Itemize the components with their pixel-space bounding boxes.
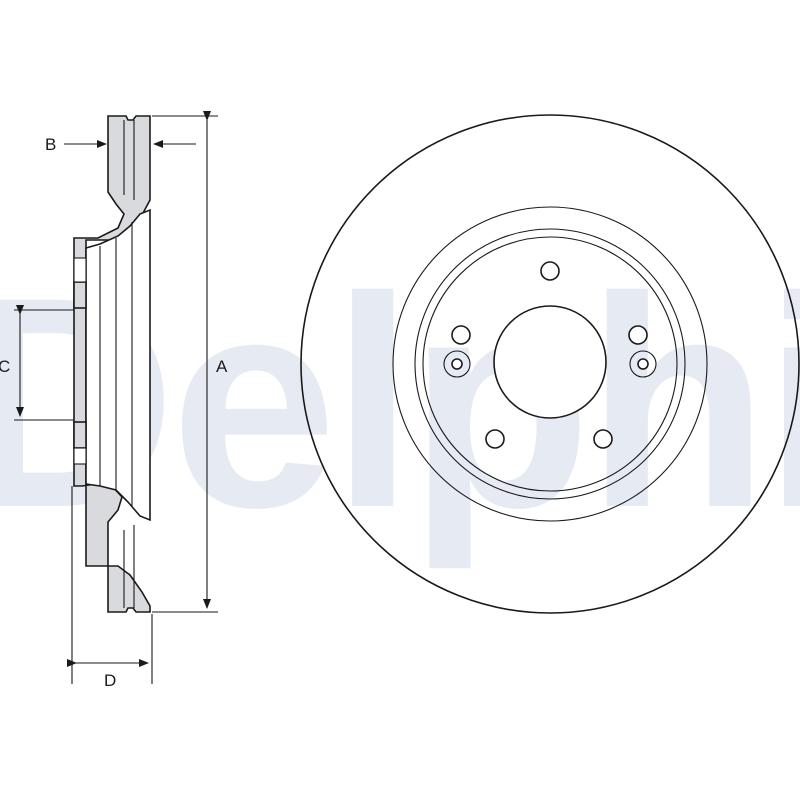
dimension-c-label: C [0,357,10,376]
hub-flange-top [73,281,87,309]
dimension-a: A [152,111,228,613]
bolt-hole-3 [593,429,613,449]
centre-bore [493,305,607,419]
hat-outer-edge [414,228,686,500]
friction-inner-edge [392,206,708,522]
hat-web [85,208,151,522]
bolt-hole-5 [451,325,471,345]
hub-step-bottom [73,447,87,465]
bolt-hole-4 [485,429,505,449]
dimension-c: C [0,305,74,421]
locating-hole-left [443,350,471,378]
side-section-view: A B C D [0,111,228,690]
hat-inner-edge [422,236,678,492]
bolt-hole-1 [540,261,560,281]
bolt-hole-2 [628,325,648,345]
hub-step-top [73,257,87,283]
dimension-d: D [67,486,153,690]
dimension-b: B [45,135,196,154]
dimension-a-label: A [216,357,228,376]
dimension-d-label: D [104,671,116,690]
locating-hole-right [629,350,657,378]
hub-flange-bottom [73,421,87,449]
disc-outer-edge [300,114,800,614]
dimension-b-label: B [45,135,56,154]
front-view [300,114,800,614]
